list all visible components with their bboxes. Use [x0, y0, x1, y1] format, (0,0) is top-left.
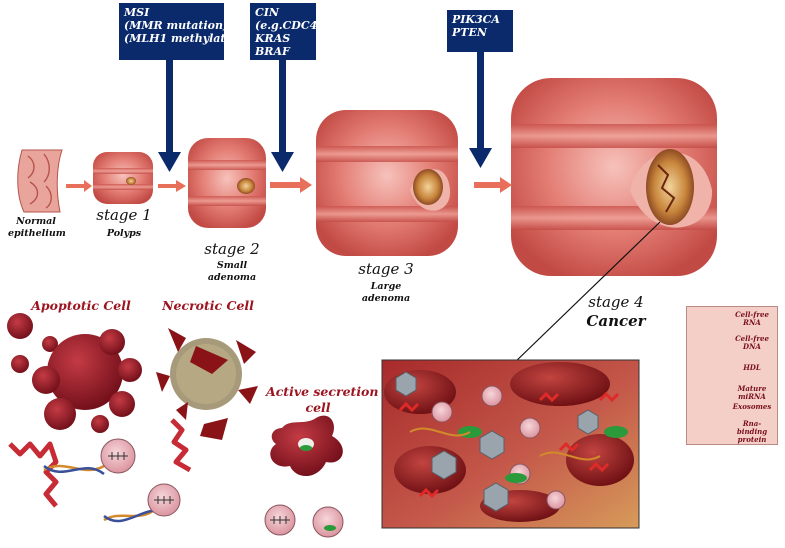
legend-label-rna-binding-protein: Rna-binding protein [731, 420, 773, 444]
exosomes [100, 438, 344, 538]
legend-label-cell-free-dna-line2: DNA [743, 342, 761, 351]
mutation-box-msi: MSI (MMR mutation) (MLH1 methylation) [119, 3, 251, 60]
legend-box: Cell-free RNA Cell-free DNA HDL Mature m… [686, 306, 778, 445]
normal-epithelium-label-line2: epithelium [8, 228, 66, 239]
mutation-box-msi-line3: (MLH1 methylation) [124, 32, 251, 45]
apoptotic-cell-illustration [7, 313, 142, 433]
legend-label-hdl: HDL [743, 363, 761, 372]
mutation-box-cin-line1: CIN [255, 6, 279, 19]
legend-label-cell-free-dna-line1: Cell-free [735, 334, 769, 343]
progression-arrows [66, 177, 512, 193]
stage2-colon-illustration [188, 138, 266, 228]
legend-label-cell-free-rna: Cell-free RNA [731, 311, 773, 327]
mutation-box-msi-line1: MSI [124, 6, 150, 19]
normal-epithelium-illustration [17, 149, 63, 213]
active-secretion-cell-label-line2: cell [305, 400, 331, 415]
active-secretion-cell-label-line1: Active secretion [266, 384, 379, 399]
legend-label-rna-binding-protein-line2: protein [737, 435, 767, 444]
legend-label-cell-free-dna: Cell-free DNA [731, 335, 773, 351]
stage2-subtitle: Small adenoma [194, 260, 270, 284]
legend-label-rna-binding-protein-line1: Rna-binding [736, 419, 768, 436]
mutation-box-pik3ca: PIK3CA PTEN [447, 10, 513, 52]
apoptotic-cell-label: Apoptotic Cell [31, 298, 131, 313]
legend-label-cell-free-rna-line2: RNA [743, 318, 761, 327]
active-secretion-cell-label: Active secretion cell [266, 384, 379, 416]
stage2-subtitle-line2: adenoma [207, 272, 257, 283]
legend-label-cell-free-rna-line1: Cell-free [735, 310, 769, 319]
stage4-title: stage 4 [588, 293, 644, 311]
mutation-box-cin-line3: KRAS [255, 32, 291, 45]
stage1-title: stage 1 [96, 206, 152, 224]
stage3-subtitle-line2: adenoma [361, 293, 411, 304]
stage3-colon-illustration [316, 110, 458, 256]
cell-free-dna-strands [43, 464, 166, 523]
callout-line [511, 221, 661, 366]
active-secretion-cell-illustration [270, 415, 343, 477]
stage2-title: stage 2 [204, 240, 260, 258]
mutation-box-cin-line4: BRAF [255, 45, 290, 58]
stage3-subtitle: Large adenoma [348, 281, 424, 305]
stage4-colon-illustration [511, 78, 717, 276]
mutation-box-msi-line2: (MMR mutation) [124, 19, 229, 32]
mutation-box-cin: CIN (e.g.CDC4) KRAS BRAF [250, 3, 323, 60]
stage1-colon-illustration [93, 152, 153, 204]
stage3-subtitle-line1: Large [370, 281, 402, 292]
necrotic-cell-label: Necrotic Cell [162, 298, 254, 313]
necrotic-cell-illustration [156, 328, 258, 440]
stage4-subtitle: Cancer [586, 312, 646, 330]
stage2-subtitle-line1: Small [216, 260, 248, 271]
normal-epithelium-label: Normal epithelium [8, 216, 66, 240]
stage3-title: stage 3 [358, 260, 414, 278]
stage1-subtitle: Polyps [106, 228, 142, 239]
mutation-box-pik3ca-line2: PTEN [452, 26, 487, 39]
legend-label-mature-mirna: Mature miRNA [737, 384, 767, 401]
legend-label-exosomes: Exosomes [732, 402, 772, 411]
blood-vessel-inset [381, 359, 640, 529]
mutation-box-cin-line2: (e.g.CDC4) [255, 19, 323, 32]
mutation-box-pik3ca-line1: PIK3CA [452, 13, 500, 26]
normal-epithelium-label-line1: Normal [16, 216, 56, 227]
mutation-arrows [158, 52, 492, 172]
cell-free-rna-strands [8, 418, 192, 508]
